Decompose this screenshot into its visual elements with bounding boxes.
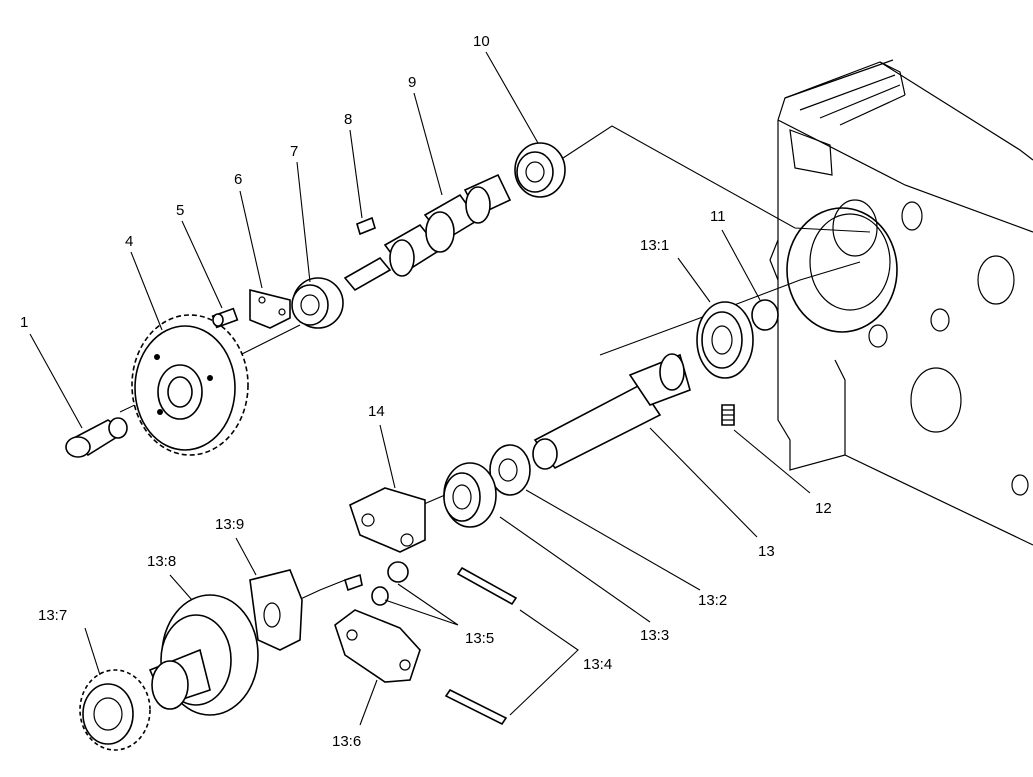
part-12-screw bbox=[721, 404, 735, 426]
part-8-key bbox=[356, 216, 376, 236]
callout-5: 5 bbox=[176, 202, 184, 219]
callout-14: 14 bbox=[368, 403, 385, 420]
callout-4: 4 bbox=[125, 233, 133, 250]
part-13-5-small-parts bbox=[344, 561, 409, 606]
leader-lines bbox=[29, 51, 811, 726]
part-13-3-spacer bbox=[443, 462, 497, 528]
callout-13: 13 bbox=[758, 543, 775, 560]
part-13-1-bearing bbox=[696, 301, 754, 379]
callout-13-2: 13:2 bbox=[698, 592, 727, 609]
callout-labels: 1 4 5 6 7 8 9 10 11 12 13 14 13:1 13:2 1… bbox=[20, 33, 832, 750]
callout-9: 9 bbox=[408, 74, 416, 91]
callout-13-4: 13:4 bbox=[583, 656, 612, 673]
part-5-bolt bbox=[211, 307, 239, 329]
callout-8: 8 bbox=[344, 111, 352, 128]
part-13-9-bracket bbox=[249, 569, 303, 651]
part-13-8-hub bbox=[148, 594, 259, 716]
part-13-2-washer bbox=[489, 444, 531, 496]
cylinder-bore bbox=[786, 207, 898, 333]
callout-6: 6 bbox=[234, 171, 242, 188]
part-13-7-small-gear bbox=[79, 669, 151, 751]
callout-13-7: 13:7 bbox=[38, 607, 67, 624]
part-11-circlip bbox=[751, 299, 779, 331]
part-6-plate bbox=[249, 288, 291, 329]
part-7-bearing bbox=[291, 277, 344, 329]
part-4-large-gear bbox=[131, 314, 249, 456]
callout-12: 12 bbox=[815, 500, 832, 517]
part-13-shaft bbox=[532, 353, 691, 470]
callout-13-3: 13:3 bbox=[640, 627, 669, 644]
part-14-carrier bbox=[349, 487, 426, 553]
part-10-bearing bbox=[514, 142, 566, 198]
callout-10: 10 bbox=[473, 33, 490, 50]
callout-13-8: 13:8 bbox=[147, 553, 176, 570]
callout-13-6: 13:6 bbox=[332, 733, 361, 750]
callout-13-1: 13:1 bbox=[640, 237, 669, 254]
engine-block bbox=[769, 59, 1033, 546]
callout-13-9: 13:9 bbox=[215, 516, 244, 533]
part-13-6-weight bbox=[334, 609, 421, 683]
callout-7: 7 bbox=[290, 143, 298, 160]
callout-11: 11 bbox=[710, 208, 726, 225]
callout-1: 1 bbox=[20, 314, 28, 331]
part-9-crankshaft bbox=[343, 173, 512, 292]
part-1-sleeve bbox=[65, 417, 128, 458]
callout-13-5: 13:5 bbox=[465, 630, 494, 647]
part-13-4-pins bbox=[444, 566, 518, 726]
